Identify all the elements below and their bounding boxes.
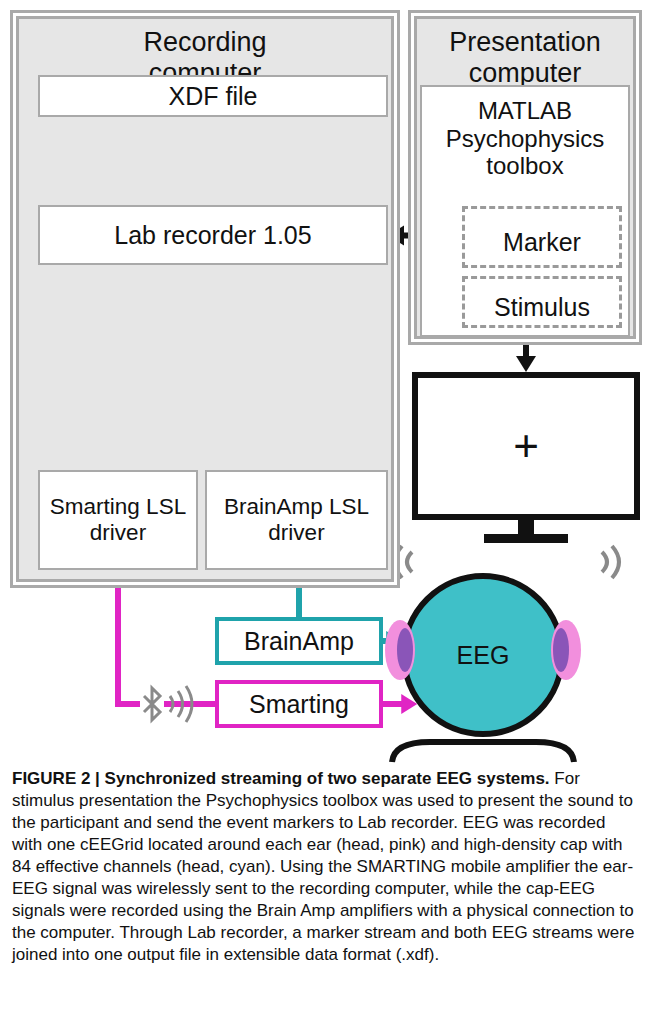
ear-electrodes	[385, 620, 581, 680]
shoulders	[392, 742, 574, 762]
amplifier-box: BrainAmp	[215, 617, 383, 665]
wireless-wave	[170, 696, 173, 712]
monitor-neck	[518, 518, 534, 536]
connector-line	[383, 701, 403, 707]
computer-panel: Presentation computerMATLAB Psychophysic…	[408, 10, 642, 345]
ear-left	[397, 628, 413, 672]
node-label: BrainAmp LSL driver	[207, 494, 386, 546]
sound-waves	[395, 546, 619, 578]
node-label: Smarting LSL driver	[40, 494, 196, 546]
node-label: Marker	[503, 228, 581, 257]
node-label: Lab recorder 1.05	[114, 221, 311, 250]
node-label: Smarting	[249, 690, 349, 719]
ear-right	[553, 628, 569, 672]
amplifier-box: Smarting	[215, 680, 383, 728]
wireless-wave	[186, 686, 192, 722]
connector-line	[296, 584, 302, 617]
bluetooth-rune	[144, 688, 160, 720]
monitor-base	[484, 534, 568, 543]
wireless-wave	[178, 691, 183, 717]
node-label: +	[513, 424, 539, 468]
file-box: XDF file	[38, 75, 388, 117]
marker-box: Marker	[462, 206, 622, 268]
driver-box: BrainAmp LSL driver	[205, 470, 388, 570]
arrow-head	[516, 356, 536, 372]
node-label: BrainAmp	[244, 627, 354, 656]
bluetooth-symbol	[140, 686, 192, 722]
process-box: Lab recorder 1.05	[38, 205, 388, 265]
monitor-screen: +	[412, 372, 640, 520]
arrow-head	[386, 631, 402, 651]
node-label: Stimulus	[494, 293, 590, 322]
panel-title: Presentation computer	[425, 27, 625, 89]
head-circle: EEG	[401, 573, 565, 737]
sound-wave	[612, 546, 619, 578]
figure-caption: FIGURE 2 | Synchronized streaming of two…	[12, 768, 640, 966]
ceegrid-left	[385, 620, 415, 680]
driver-box: Smarting LSL driver	[38, 470, 198, 570]
connector-line	[118, 584, 215, 704]
node-label: EEG	[457, 641, 510, 670]
software-box: MATLAB Psychophysics toolboxMarkerStimul…	[420, 85, 630, 337]
node-label: MATLAB Psychophysics toolbox	[422, 97, 628, 180]
computer-panel: Recording computerXDF fileLab recorder 1…	[10, 10, 400, 588]
sound-wave	[602, 552, 607, 572]
symbol-patch	[140, 688, 164, 720]
node-label: XDF file	[169, 82, 258, 111]
sound-wave	[407, 552, 412, 572]
stimulus-box: Stimulus	[462, 276, 622, 328]
ceegrid-right	[551, 620, 581, 680]
